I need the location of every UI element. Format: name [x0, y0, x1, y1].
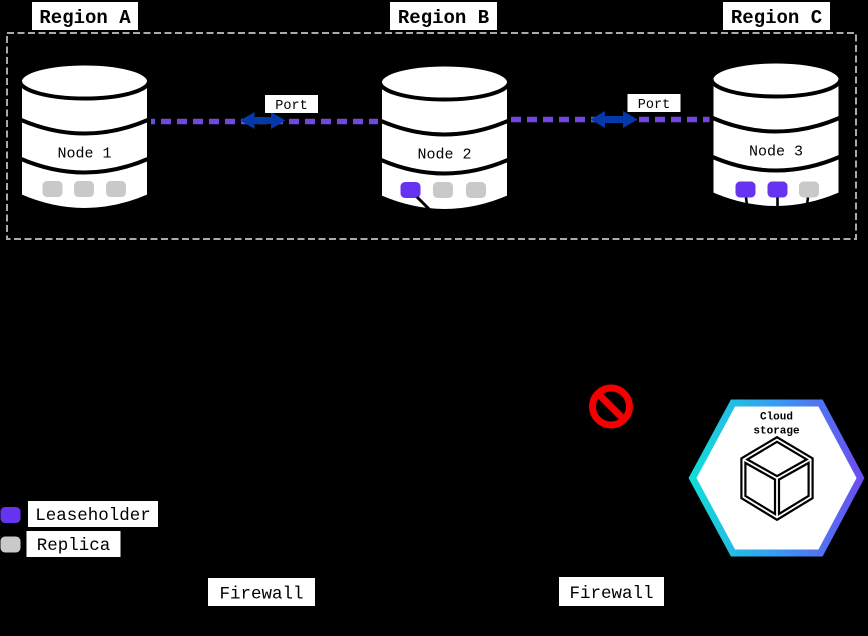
- svg-text:Firewall: Firewall: [219, 584, 303, 604]
- svg-text:storage: storage: [753, 425, 800, 437]
- svg-text:Node 3: Node 3: [749, 144, 803, 161]
- svg-text:Leaseholder: Leaseholder: [35, 506, 151, 526]
- svg-text:Node 1: Node 1: [57, 146, 111, 163]
- svg-text:Replica: Replica: [37, 536, 111, 556]
- svg-text:Port: Port: [275, 99, 307, 114]
- svg-text:Cloud: Cloud: [760, 412, 793, 424]
- svg-text:Node 2: Node 2: [417, 147, 471, 164]
- svg-text:Port: Port: [638, 98, 670, 113]
- svg-text:Region C: Region C: [731, 7, 822, 29]
- svg-text:Region A: Region A: [39, 7, 131, 29]
- svg-text:Firewall: Firewall: [569, 584, 653, 604]
- svg-text:Region B: Region B: [398, 7, 489, 29]
